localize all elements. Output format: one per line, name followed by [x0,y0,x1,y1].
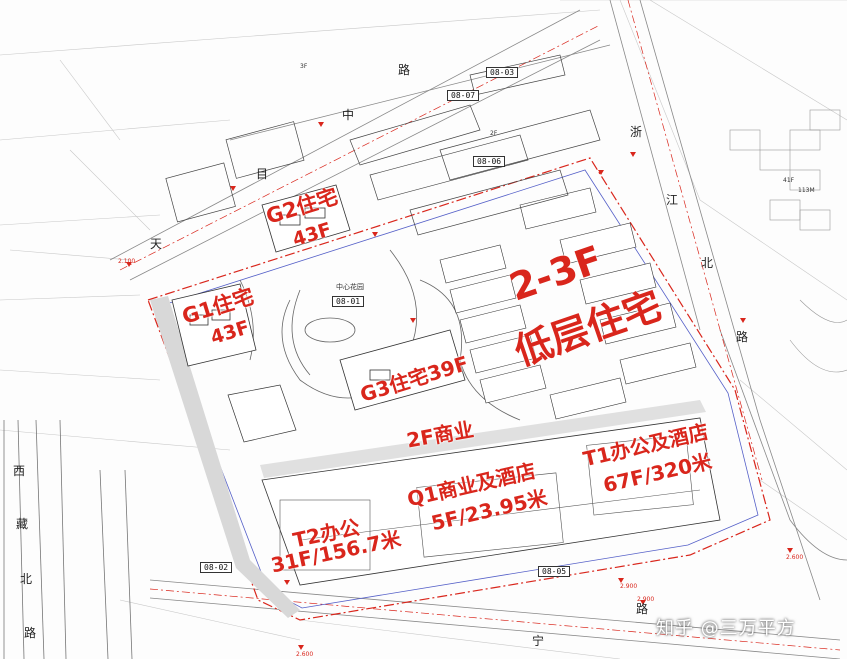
road-label-xizang-3: 北 [20,572,33,586]
road-label-south-1: 宁 [532,634,545,648]
parcel-tag-08-03: 08-03 [486,67,519,78]
parcel-tag-08-02: 08-02 [200,562,233,573]
parcel-tag-08-07: 08-07 [447,90,480,101]
elevation-label-4: 2.600 [296,651,314,658]
parcel-tag-08-05: 08-05 [538,566,571,577]
zhihu-watermark: 知乎 @三万平方 [656,618,796,639]
road-label-tianmu-2: 目 [256,167,269,181]
road-label-xizang-1: 西 [13,464,26,478]
g1-building [171,283,257,367]
southern-towers [279,434,701,571]
road-label-tianmu-4: 路 [398,63,411,77]
height-label: 113M [798,187,815,194]
g3-building [339,329,466,411]
low-rise-houses [439,187,697,420]
west-road-lines [3,419,133,659]
road-label-xizang-4: 路 [24,626,37,640]
north-buildings [165,54,601,236]
elevation-markers [126,122,793,650]
west-small-building [227,384,297,443]
elevation-label-3: 2.900 [637,596,655,603]
north-road-centerline [119,24,601,271]
commercial-street [260,400,706,478]
central-park-label: 中心花园 [336,283,364,291]
road-label-zhejiang-3: 北 [701,256,714,270]
elevation-label-5: 2.600 [786,554,804,561]
road-label-south-2: 路 [636,602,649,616]
road-label-tianmu-1: 天 [150,237,163,251]
road-label-tianmu-3: 中 [342,108,355,122]
g2-building [261,184,351,253]
parcel-tag-08-01: 08-01 [332,296,365,307]
storey-label-2: 3F [300,63,308,70]
east-road-centerline [627,0,763,481]
storey-label-1: 2F [490,130,498,137]
elevation-label-2: 2.900 [620,583,638,590]
south-road-centerline [149,588,841,651]
north-road-lines [109,9,611,281]
road-label-zhejiang-2: 江 [666,193,679,207]
southern-podium [261,417,721,586]
road-label-zhejiang-1: 浙 [630,125,643,139]
parcel-tag-08-06: 08-06 [473,156,506,167]
west-sidewalk [150,296,300,618]
road-label-xizang-2: 藏 [16,517,29,531]
road-label-zhejiang-4: 路 [736,330,749,344]
elevation-label-1: 2.100 [118,258,136,265]
floor-count-label: 41F [783,177,795,184]
east-road-lines [609,0,847,601]
east-residential [729,109,847,373]
